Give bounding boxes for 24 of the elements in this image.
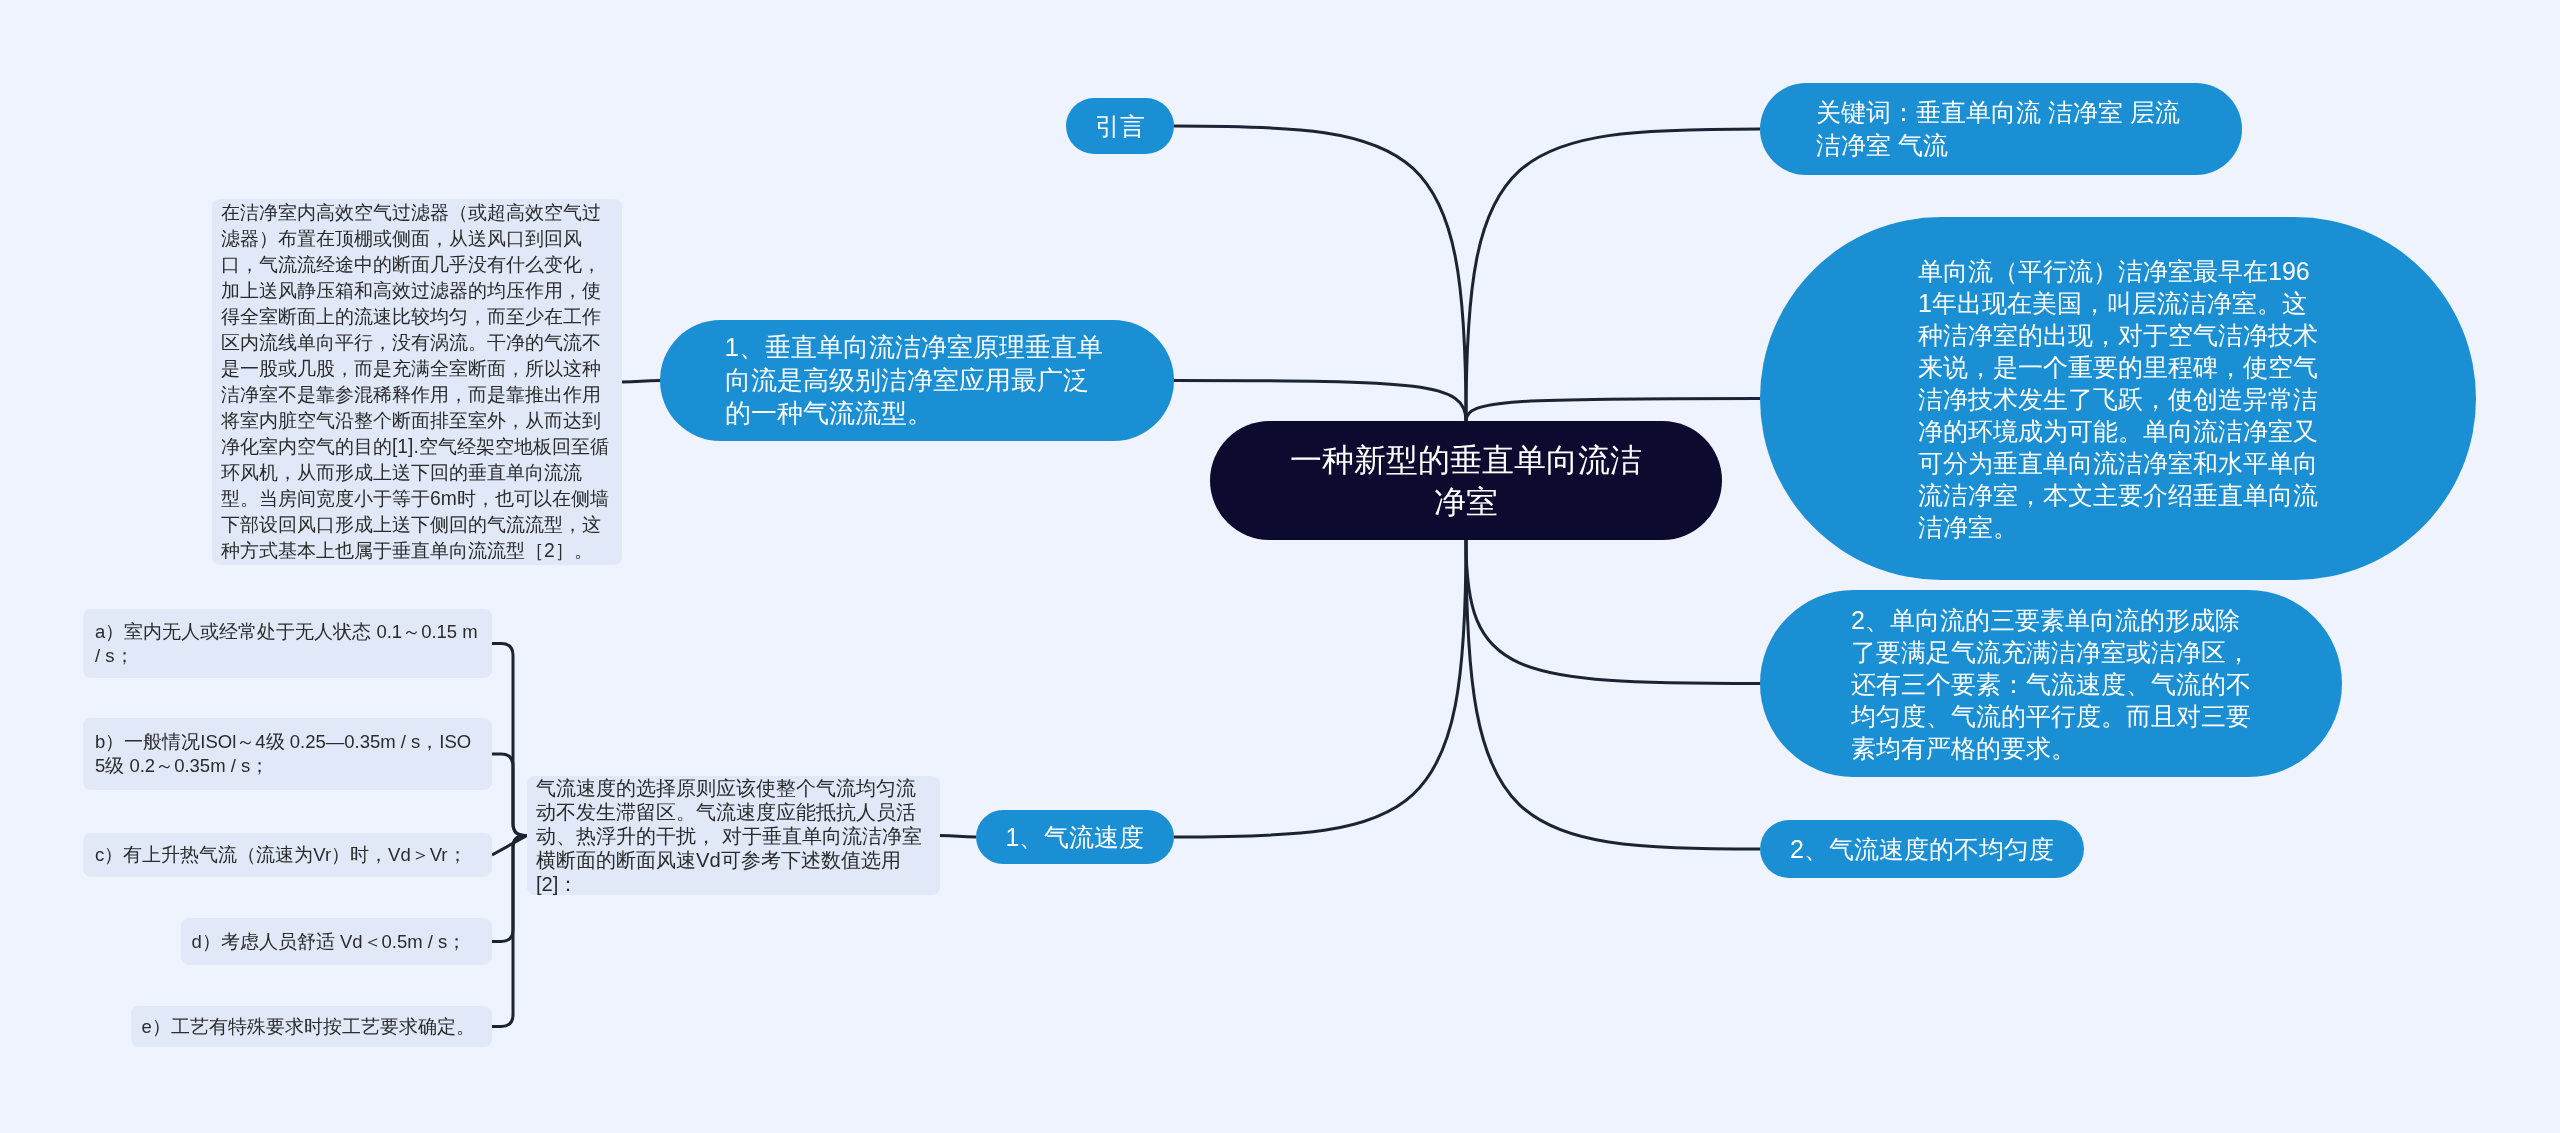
central-topic: 一种新型的垂直单向流洁净室 (1210, 421, 1722, 540)
connector-line (940, 834, 976, 839)
note-box: d）考虑人员舒适 Vd＜0.5m / s； (181, 918, 492, 965)
topic-node: 关键词：垂直单向流 洁净室 层流洁净室 气流 (1760, 83, 2242, 175)
topic-node: 单向流（平行流）洁净室最早在1961年出现在美国，叫层流洁净室。这种洁净室的出现，对于空气洁净技术来说，是一个重要的里程碑，使空气洁净技术发生了飞跃，使创造异常洁净的环境成为可能。单向流洁净室又可分为垂直单向流洁净室和水平单向流洁净室，本文主要介绍垂直单向流洁净室。 (1760, 217, 2476, 580)
note-box: a）室内无人或经常处于无人状态 0.1～0.15 m / s； (83, 609, 492, 678)
topic-node: 1、垂直单向流洁净室原理垂直单向流是高级别洁净室应用最广泛的一种气流流型。 (660, 320, 1174, 441)
topic-node: 2、气流速度的不均匀度 (1760, 820, 2084, 878)
topic-node: 引言 (1066, 98, 1174, 154)
connector-line (1174, 379, 1468, 422)
connector-line (491, 834, 528, 857)
note-box: c）有上升热气流（流速为Vr）时，Vd＞Vr； (83, 833, 492, 877)
connector-line (1464, 539, 1760, 851)
note-box: 在洁净室内高效空气过滤器（或超高效空气过滤器）布置在顶棚或侧面，从送风口到回风口，气流流经途中的断面几乎没有什么变化，加上送风静压箱和高效过滤器的均压作用，使得全室断面上的流速比较均匀，而至少在工作区内流线单向平行，没有涡流。干净的气流不是一股或几股，而是充满全室断面，所以这种洁净室不是靠参混稀释作用，而是靠推出作用将室内脏空气沿整个断面排至室外，从而达到净化室内空气的目的[1].空气经架空地板回至循环风机，从而形成上送下回的垂直单向流流型。当房间宽度小于等于6m时，也可以在侧墙下部设回风口形成上送下侧回的气流流型，这种方式基本上也属于垂直单向流流型［2］。 (212, 199, 622, 565)
note-box: e）工艺有特殊要求时按工艺要求确定。 (131, 1006, 492, 1047)
topic-node: 2、单向流的三要素单向流的形成除了要满足气流充满洁净室或洁净区，还有三个要素：气流速度、气流的不均匀度、气流的平行度。而且对三要素均有严格的要求。 (1760, 590, 2342, 777)
note-box: b）一般情况ISOl～4级 0.25—0.35m / s，ISO5级 0.2～0.35m / s； (83, 718, 492, 790)
connector-line (1464, 397, 1760, 422)
connector-line (1464, 127, 1760, 422)
connector-line (622, 379, 660, 384)
connector-line (1174, 539, 1468, 839)
connector-line (492, 834, 528, 1028)
topic-node: 1、气流速度 (976, 810, 1174, 864)
note-box: 气流速度的选择原则应该使整个气流均匀流动不发生滞留区。气流速度应能抵抗人员活动、热浮升的干扰， 对于垂直单向流洁净室横断面的断面风速Vd可参考下述数值选用[2]： (527, 776, 940, 895)
